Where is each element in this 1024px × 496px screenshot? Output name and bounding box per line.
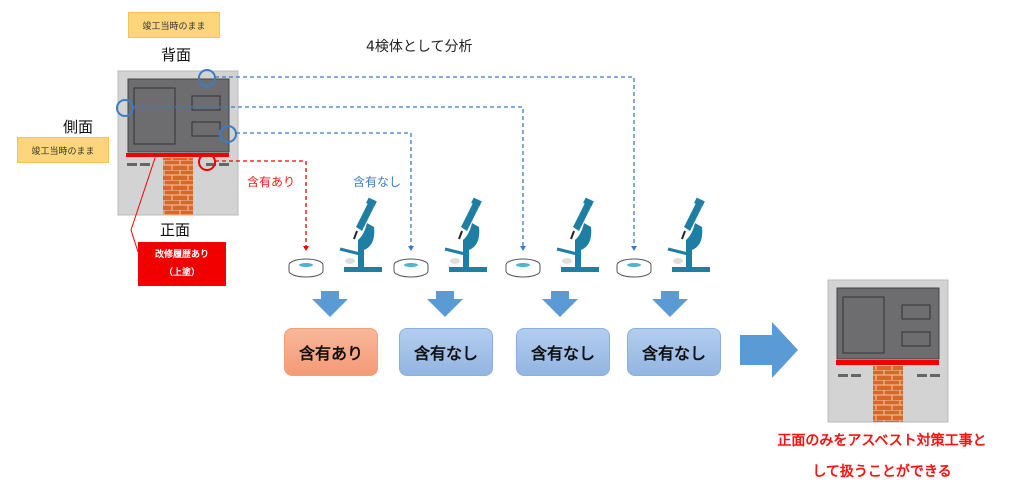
sample-point-back (198, 69, 216, 87)
leader-line-4 (215, 76, 635, 246)
result-arrow-icon (740, 322, 798, 378)
negative-line-label: 含有なし (353, 174, 401, 189)
leader-line-1 (215, 160, 307, 246)
conclusion-line1: 正面のみをアスベスト対策工事と (777, 433, 987, 449)
down-arrow-icon (312, 291, 348, 317)
back-label: 背面 (161, 46, 192, 64)
conclusion-line2: して扱うことができる (812, 464, 952, 480)
analysis-station (616, 197, 710, 278)
coated-band (126, 153, 229, 157)
analysis-station (505, 197, 599, 278)
front-label: 正面 (160, 221, 191, 239)
result-box-1: 含有あり (284, 328, 378, 376)
front-note-line1: 改修履歴あり (154, 250, 209, 260)
sample-point-window (219, 125, 237, 143)
microscope-icon (556, 197, 599, 272)
arrowheads (303, 246, 637, 251)
result-box-2: 含有なし (399, 328, 493, 376)
front-note-line2: （上塗） (163, 268, 200, 278)
microscope-icon (339, 197, 382, 272)
building-result (827, 279, 949, 423)
petri-dish-icon (505, 258, 541, 278)
petri-dish-icon (616, 258, 652, 278)
result-box-3: 含有なし (516, 328, 610, 376)
back-note: 竣工当時のまま (128, 12, 220, 38)
microscope-icon (444, 197, 487, 272)
analysis-station (288, 197, 382, 278)
leader-line-2 (236, 132, 412, 246)
petri-dish-icon (393, 258, 429, 278)
building-elevation (117, 70, 239, 253)
leader-line-3 (133, 106, 524, 246)
result-box-4: 含有なし (627, 328, 721, 376)
front-note: 改修履歴あり （上塗） (138, 242, 226, 286)
diagram-title: 4検体として分析 (366, 39, 473, 55)
down-arrow-icon (427, 291, 463, 317)
sample-point-front (198, 153, 216, 171)
side-label: 側面 (63, 118, 94, 136)
sample-point-side (116, 99, 134, 117)
down-arrow-icon (652, 291, 688, 317)
microscope-icon (667, 197, 710, 272)
down-arrow-icon (542, 291, 578, 317)
petri-dish-icon (288, 258, 324, 278)
side-note: 竣工当時のまま (17, 137, 109, 163)
brick-column (163, 158, 193, 215)
positive-line-label: 含有あり (247, 174, 295, 189)
analysis-station (393, 197, 487, 278)
